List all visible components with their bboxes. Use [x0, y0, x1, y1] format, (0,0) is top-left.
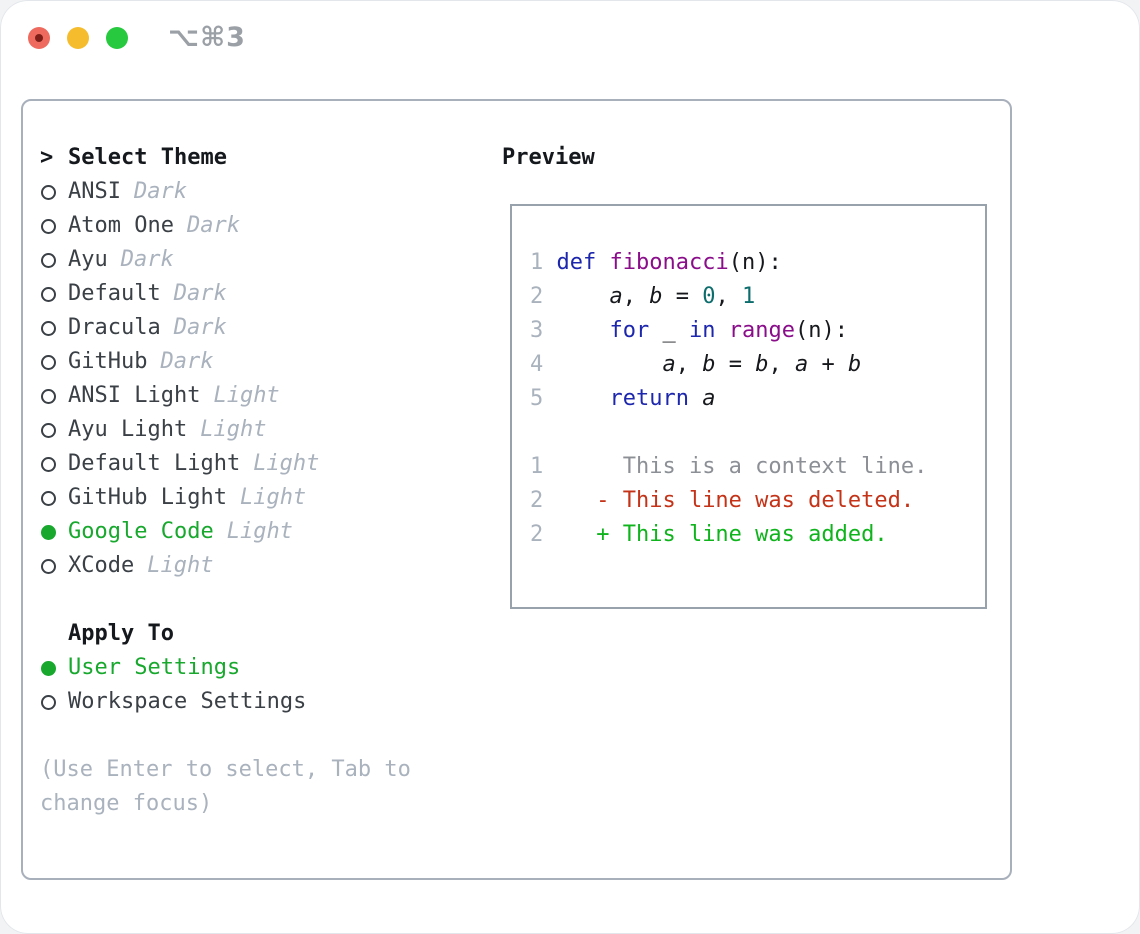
blank-mark	[40, 617, 68, 651]
variant-label: Light	[239, 485, 307, 510]
variant-label: Light	[253, 451, 320, 476]
option-label: Dracula	[68, 315, 161, 340]
radio-icon[interactable]	[40, 447, 68, 481]
radio-icon[interactable]	[40, 515, 68, 549]
variant-label: Light	[200, 417, 267, 442]
option-label: Default Light	[68, 451, 241, 476]
variant-label: Light	[226, 519, 293, 544]
select-theme-header: > Select Theme	[40, 141, 486, 175]
minimize-button[interactable]	[67, 27, 89, 49]
close-button[interactable]	[28, 27, 50, 49]
radio-icon[interactable]	[40, 277, 68, 311]
option-label: Default	[68, 281, 161, 306]
blank-line	[530, 416, 985, 450]
option-label: User Settings	[68, 655, 241, 680]
theme-option[interactable]: GitHub Light Light	[40, 481, 486, 515]
code-line: 5 return a	[530, 386, 716, 411]
option-label: Ayu Light	[68, 417, 188, 442]
theme-option[interactable]: Ayu Dark	[40, 243, 486, 277]
diff-line-deleted: 2 - This line was deleted.	[530, 488, 915, 513]
radio-icon[interactable]	[40, 379, 68, 413]
cursor-caret-icon: >	[40, 145, 54, 170]
apply-to-title: Apply To	[68, 621, 174, 646]
radio-icon[interactable]	[40, 685, 68, 719]
window-shortcut-label: ⌥⌘3	[168, 22, 246, 53]
option-label: Ayu	[68, 247, 108, 272]
theme-option[interactable]: XCode Light	[40, 549, 486, 583]
spacer	[40, 719, 486, 753]
radio-icon[interactable]	[40, 209, 68, 243]
theme-option[interactable]: Google Code Light	[40, 515, 486, 549]
option-label: GitHub	[68, 349, 148, 374]
unsaved-dot-icon	[35, 34, 43, 42]
option-label: Google Code	[68, 519, 214, 544]
apply-to-header: Apply To	[40, 617, 486, 651]
radio-icon[interactable]	[40, 345, 68, 379]
radio-icon[interactable]	[40, 311, 68, 345]
radio-icon[interactable]	[40, 651, 68, 685]
code-line: 2 a, b = 0, 1	[530, 284, 756, 309]
code-line: 4 a, b = b, a + b	[530, 352, 862, 377]
preview-title: Preview	[502, 145, 595, 170]
diff-preview: 1 This is a context line. 2 - This line w…	[530, 450, 985, 552]
radio-icon[interactable]	[40, 481, 68, 515]
diff-line-context: 1 This is a context line.	[530, 454, 928, 479]
theme-option[interactable]: GitHub Dark	[40, 345, 486, 379]
variant-label: Light	[213, 383, 280, 408]
option-label: GitHub Light	[68, 485, 227, 510]
radio-icon[interactable]	[40, 175, 68, 209]
variant-label: Light	[147, 553, 214, 578]
maximize-button[interactable]	[106, 27, 128, 49]
apply-to-option[interactable]: User Settings	[40, 651, 486, 685]
theme-option[interactable]: Default Light Light	[40, 447, 486, 481]
title-bar: ⌥⌘3	[0, 0, 1140, 75]
select-theme-title: Select Theme	[68, 145, 227, 170]
theme-option[interactable]: Default Dark	[40, 277, 486, 311]
option-label: Atom One	[68, 213, 174, 238]
keyboard-hint: (Use Enter to select, Tab to change focu…	[40, 757, 411, 816]
code-line: 3 for _ in range(n):	[530, 318, 848, 343]
option-label: ANSI	[68, 179, 121, 204]
diff-line-added: 2 + This line was added.	[530, 522, 888, 547]
theme-option[interactable]: ANSI Dark	[40, 175, 486, 209]
theme-option[interactable]: ANSI Light Light	[40, 379, 486, 413]
theme-option[interactable]: Dracula Dark	[40, 311, 486, 345]
variant-label: Dark	[160, 349, 214, 374]
variant-label: Dark	[173, 315, 227, 340]
option-label: Workspace Settings	[68, 689, 307, 714]
code-line: 1 def fibonacci(n):	[530, 250, 782, 275]
spacer	[40, 583, 486, 617]
variant-label: Dark	[133, 179, 187, 204]
apply-to-option[interactable]: Workspace Settings	[40, 685, 486, 719]
variant-label: Dark	[120, 247, 174, 272]
radio-icon[interactable]	[40, 549, 68, 583]
option-label: ANSI Light	[68, 383, 201, 408]
option-label: XCode	[68, 553, 135, 578]
variant-label: Dark	[173, 281, 227, 306]
radio-icon[interactable]	[40, 243, 68, 277]
theme-option[interactable]: Ayu Light Light	[40, 413, 486, 447]
variant-label: Dark	[186, 213, 240, 238]
theme-option[interactable]: Atom One Dark	[40, 209, 486, 243]
code-preview: 1 def fibonacci(n): 2 a, b = 0, 1 3 for _ …	[530, 246, 985, 416]
preview-box: 1 def fibonacci(n): 2 a, b = 0, 1 3 for _ …	[510, 204, 987, 609]
radio-icon[interactable]	[40, 413, 68, 447]
